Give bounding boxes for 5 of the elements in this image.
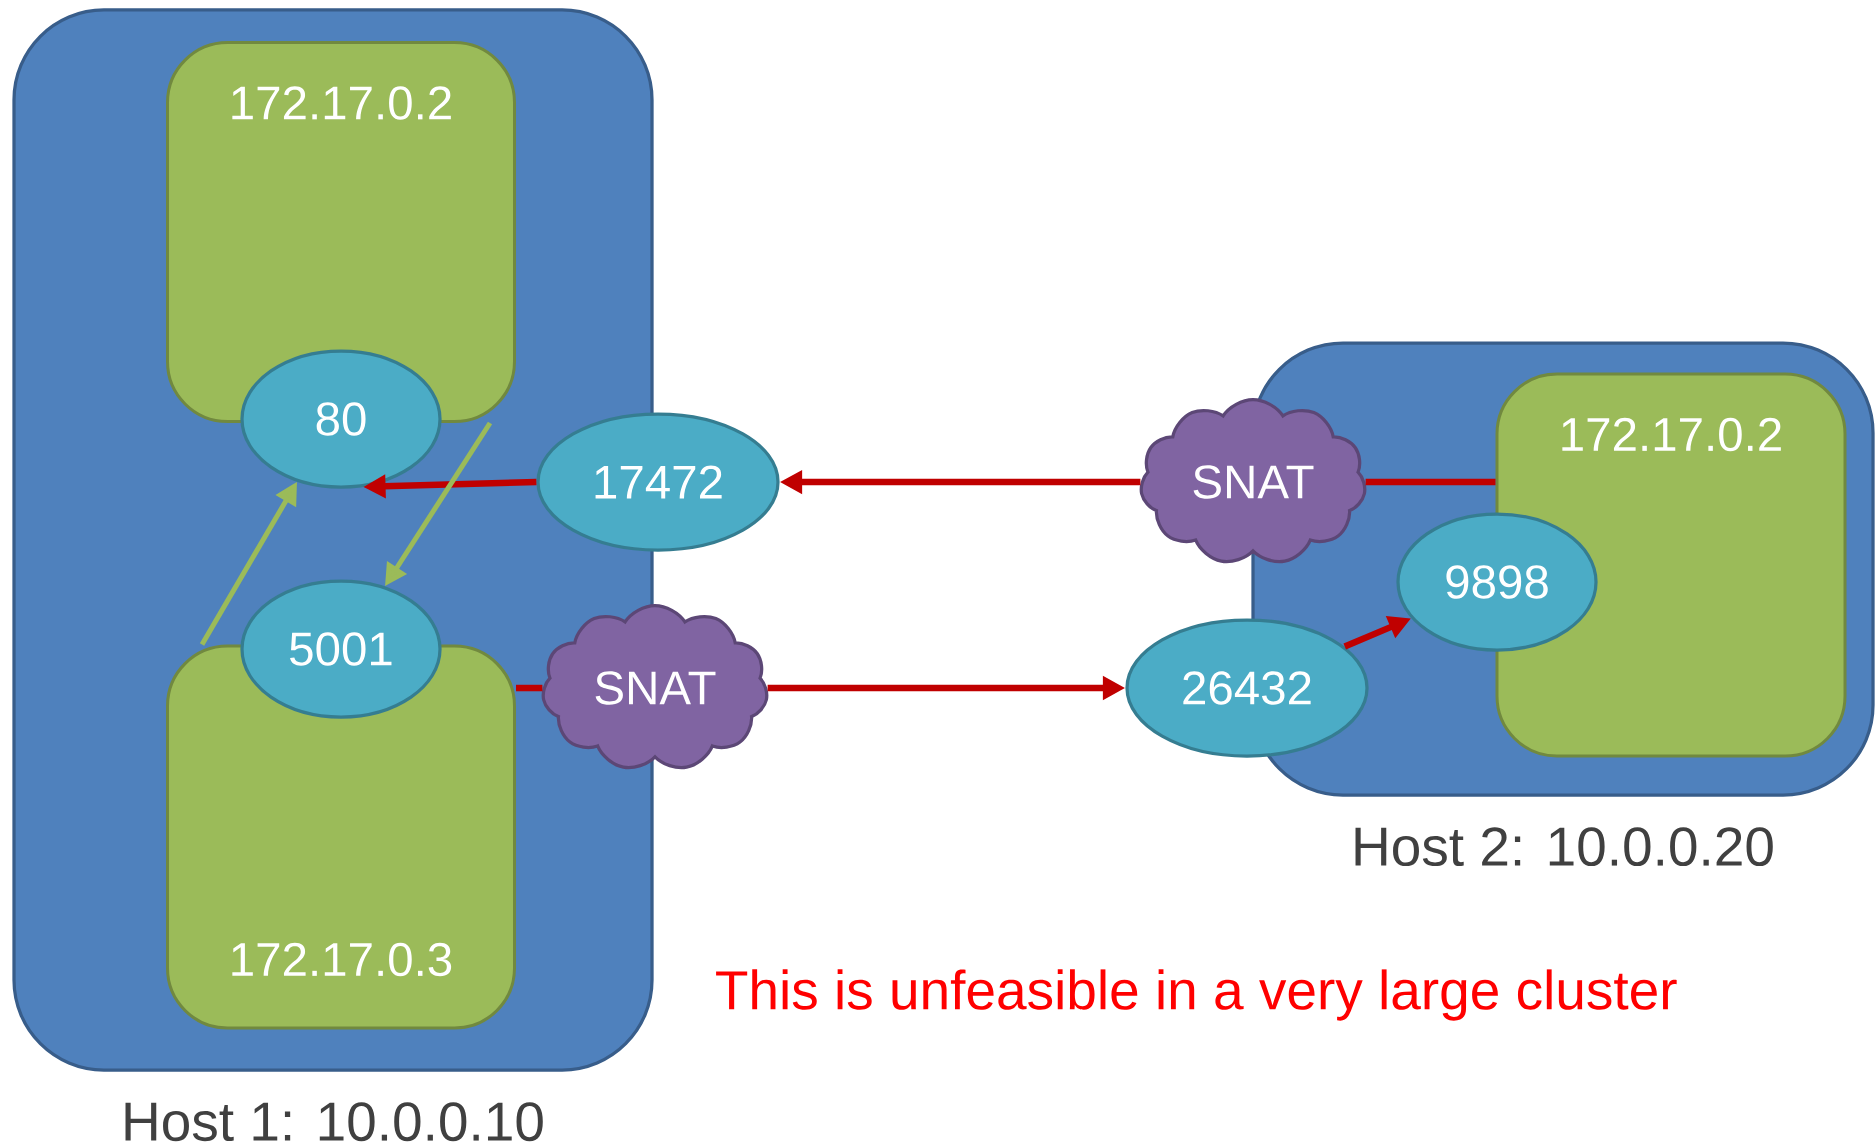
snat-cloud: SNAT — [541, 603, 769, 770]
note-text: This is unfeasible in a very large cluster — [716, 969, 1677, 1021]
node-label: Host 2: 10.0.0.20 — [1355, 827, 1773, 867]
node-label: Host 1: 10.0.0.10 — [125, 1102, 543, 1142]
snat-cloud: SNAT — [1139, 397, 1367, 564]
